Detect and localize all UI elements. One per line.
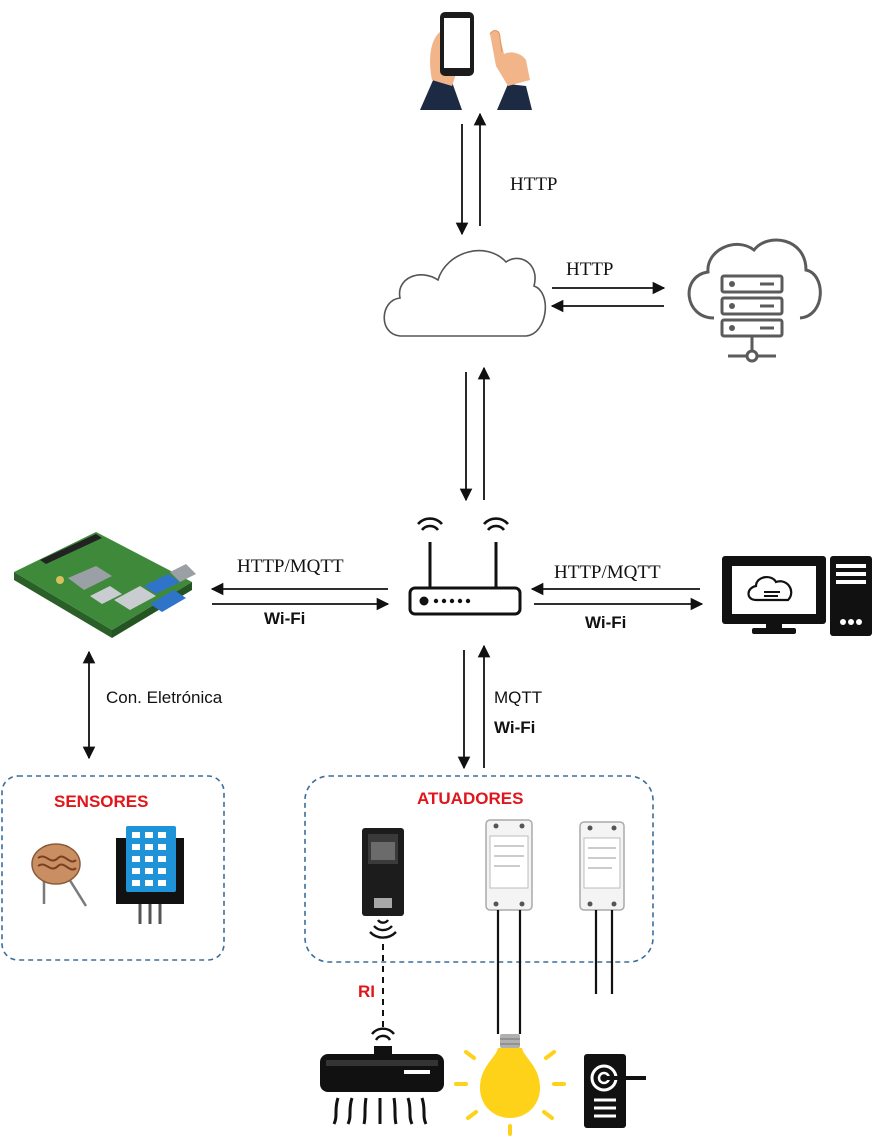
ldr-sensor-icon xyxy=(31,843,88,907)
air-conditioner-icon xyxy=(320,1027,444,1125)
label-wifi-bottom: Wi-Fi xyxy=(494,718,536,737)
label-mqtt: MQTT xyxy=(494,688,543,707)
desktop-computer-icon xyxy=(722,556,872,636)
label-wifi-right: Wi-Fi xyxy=(585,613,627,632)
label-wifi-left: Wi-Fi xyxy=(264,609,306,628)
cloud-icon xyxy=(383,249,547,337)
light-bulb-icon xyxy=(454,1034,566,1136)
label-ri: RI xyxy=(358,982,375,1001)
esp32-board-icon xyxy=(362,828,404,939)
cloud-server-icon xyxy=(687,238,822,363)
label-http-mqtt-right: HTTP/MQTT xyxy=(554,562,661,583)
smart-switch-icon xyxy=(579,821,625,911)
connection-arrows xyxy=(82,112,704,770)
label-con-eletronica: Con. Eletrónica xyxy=(106,688,223,707)
dht-sensor-icon xyxy=(116,826,184,924)
wifi-router-icon xyxy=(408,517,522,616)
atuadores-group-box xyxy=(304,775,654,963)
smartphone-hands-icon xyxy=(420,12,532,110)
smart-switch-icon xyxy=(485,819,533,911)
door-lock-icon xyxy=(584,1054,646,1128)
atuadores-title: ATUADORES xyxy=(417,789,524,808)
label-http-server: HTTP xyxy=(566,259,614,280)
label-http-mqtt-left: HTTP/MQTT xyxy=(237,556,344,577)
sensores-title: SENSORES xyxy=(54,792,149,811)
sensores-group-box xyxy=(1,775,225,961)
raspberry-pi-icon xyxy=(14,532,196,638)
label-http-phone: HTTP xyxy=(510,174,558,195)
switch-wires xyxy=(496,910,614,1034)
